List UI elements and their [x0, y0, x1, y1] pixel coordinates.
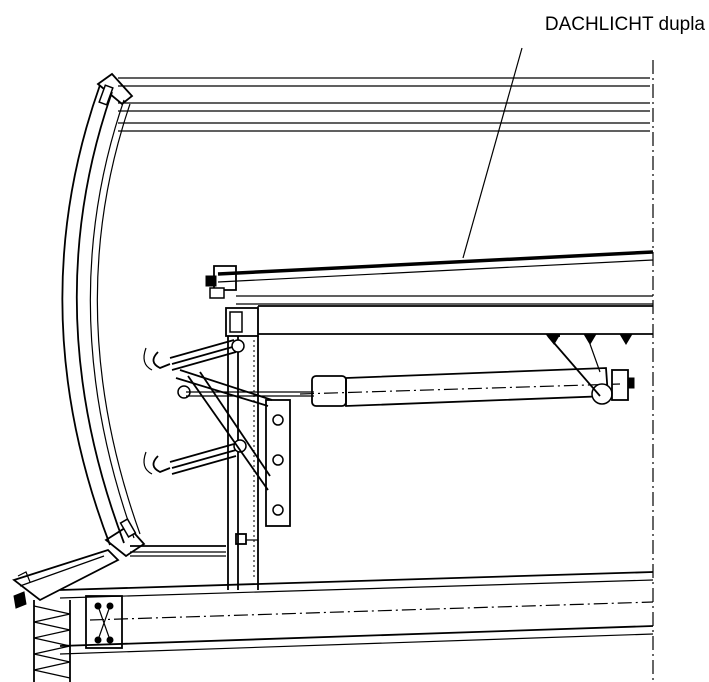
top-frame-lines	[118, 77, 650, 132]
wall-post	[227, 336, 259, 590]
lower-hook-bracket	[143, 439, 247, 475]
curved-arch-profile	[61, 72, 146, 558]
actuator-cylinder	[186, 367, 635, 407]
insulation-zigzag	[33, 600, 71, 682]
gutter-flashing	[12, 548, 120, 609]
diagonal-strut	[187, 371, 271, 491]
dachlicht-panel	[205, 250, 654, 305]
lower-curb-profile	[59, 545, 654, 655]
callout-leader-line	[462, 47, 523, 259]
side-mounting-plate	[265, 399, 291, 527]
callout-label: DACHLICHT dupla	[544, 14, 705, 35]
pivot-bracket	[544, 333, 633, 397]
upper-frame-beam	[225, 305, 653, 337]
post-fastener	[235, 533, 258, 545]
insulated-beam-block	[85, 595, 123, 649]
